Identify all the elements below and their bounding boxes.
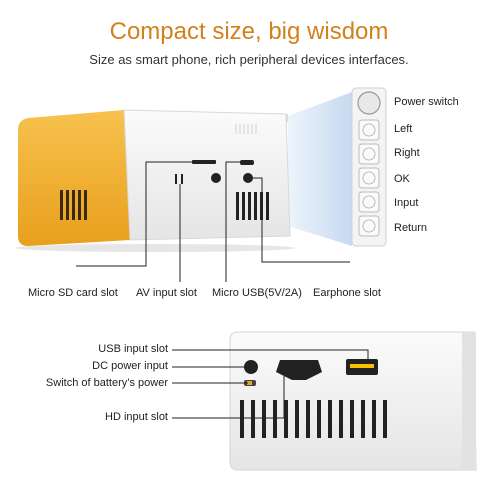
page-subtitle: Size as smart phone, rich peripheral dev… — [89, 52, 409, 67]
control-panel — [351, 87, 387, 247]
right-label: Right — [394, 147, 420, 159]
hd-input-label: HD input slot — [105, 411, 168, 423]
page-title: Compact size, big wisdom — [109, 18, 389, 45]
battery-switch-label: Switch of battery’s power — [45, 377, 168, 389]
top-callout-lines — [76, 161, 350, 282]
return-button — [358, 215, 380, 237]
input-button — [358, 191, 380, 213]
ok-button — [358, 167, 380, 189]
micro-sd-label: Micro SD card slot — [28, 287, 118, 299]
input-label: Input — [394, 197, 419, 209]
right-button — [358, 143, 380, 165]
hd-input-port — [276, 360, 322, 380]
projector-top-view — [15, 109, 295, 252]
power-switch-button — [357, 91, 381, 115]
earphone-label: Earphone slot — [313, 287, 381, 299]
ok-label: OK — [394, 173, 410, 185]
usb-input-label: USB input slot — [98, 343, 168, 355]
projection-beam — [288, 92, 352, 246]
return-label: Return — [394, 222, 428, 234]
bottom-callout-lines — [172, 349, 369, 419]
dc-power-port — [244, 360, 258, 374]
left-button — [358, 119, 380, 141]
micro-usb-port — [240, 160, 254, 165]
av-input-label: AV input slot — [136, 287, 197, 299]
projector-rear-view — [229, 331, 477, 471]
micro-usb-label: Micro USB(5V/2A) — [212, 287, 302, 299]
av-input-port — [211, 173, 221, 183]
dc-power-label: DC power input — [92, 360, 168, 372]
left-label: Left — [394, 123, 413, 135]
power-switch-label: Power switch — [394, 96, 459, 108]
